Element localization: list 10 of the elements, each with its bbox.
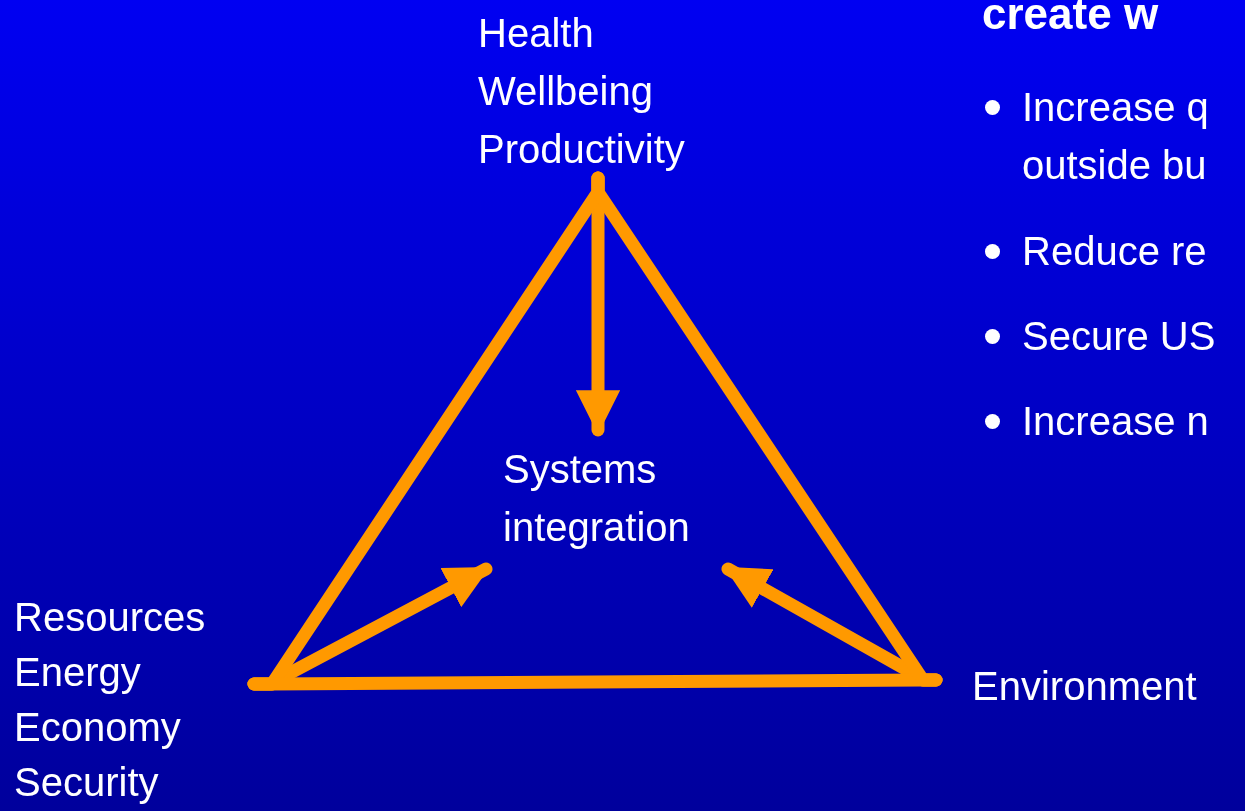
- node-label: Resources Energy Economy Security: [14, 590, 254, 810]
- triangle-side: [591, 171, 943, 687]
- bullet-text: Secure US: [1022, 313, 1216, 360]
- bullet-text: Increase q outside bu: [1022, 84, 1210, 189]
- node-label: Environment: [936, 657, 1236, 715]
- node-label: Health Wellbeing Productivity: [478, 4, 728, 178]
- bullet-text: Reduce re: [1022, 228, 1207, 275]
- heading: create w: [982, 0, 1159, 40]
- bullet-text: Increase n: [1022, 398, 1209, 445]
- node-label: Systems integration: [480, 430, 750, 574]
